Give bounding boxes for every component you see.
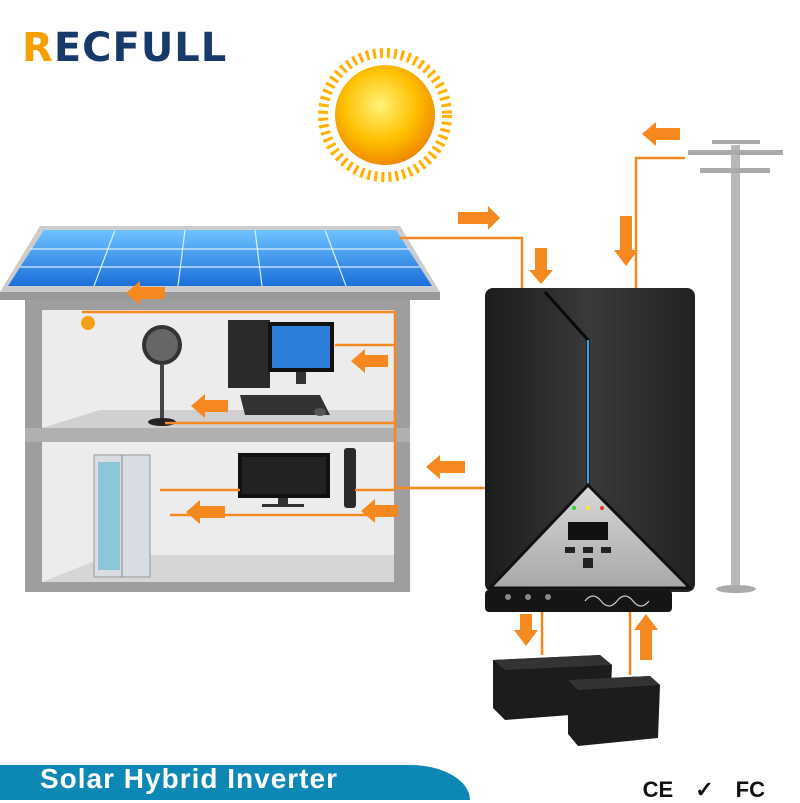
arrow-icon	[191, 394, 228, 418]
arrow-icon	[614, 216, 638, 266]
flow-arrows	[126, 122, 680, 660]
refrigerator-icon	[93, 454, 151, 578]
arrow-icon	[458, 206, 500, 230]
tv-icon	[238, 448, 356, 508]
lcd-display	[568, 522, 608, 540]
arrow-icon	[634, 614, 658, 660]
inverter-button[interactable]	[565, 547, 575, 553]
sun-icon	[318, 48, 452, 182]
inverter	[485, 288, 695, 612]
arrow-icon	[514, 614, 538, 646]
inverter-button[interactable]	[601, 547, 611, 553]
certifications: CE ✓ FC	[643, 777, 765, 803]
logo-accent: R	[22, 25, 54, 71]
arrow-icon	[126, 281, 165, 305]
ce-mark-icon: CE	[642, 777, 674, 802]
arrow-icon	[351, 349, 388, 373]
arrow-icon	[361, 499, 398, 523]
logo-rest: ECFULL	[53, 25, 228, 71]
fcc-mark-icon: FC	[735, 777, 765, 802]
inverter-button[interactable]	[583, 547, 593, 553]
arrow-icon	[529, 248, 553, 284]
arrow-icon	[642, 122, 680, 146]
banner-dark: Solar Hybrid Inverter	[0, 763, 470, 800]
utility-pole-icon	[688, 140, 783, 593]
arrow-icon	[186, 500, 225, 524]
fan-icon	[142, 325, 182, 426]
logo-text: RECFULL	[22, 25, 227, 71]
arrow-icon	[426, 455, 465, 479]
solar-panel	[0, 226, 440, 300]
check-mark-icon: ✓	[695, 777, 714, 802]
battery-icon	[568, 676, 660, 746]
lamp-icon	[81, 316, 95, 330]
computer-icon	[228, 320, 334, 416]
footer-banner: Solar Hybrid Inverter CE ✓ FC	[0, 763, 800, 803]
banner-title: Solar Hybrid Inverter	[40, 763, 338, 794]
inverter-button[interactable]	[583, 558, 593, 568]
brand-logo: RECFULL	[22, 25, 227, 71]
